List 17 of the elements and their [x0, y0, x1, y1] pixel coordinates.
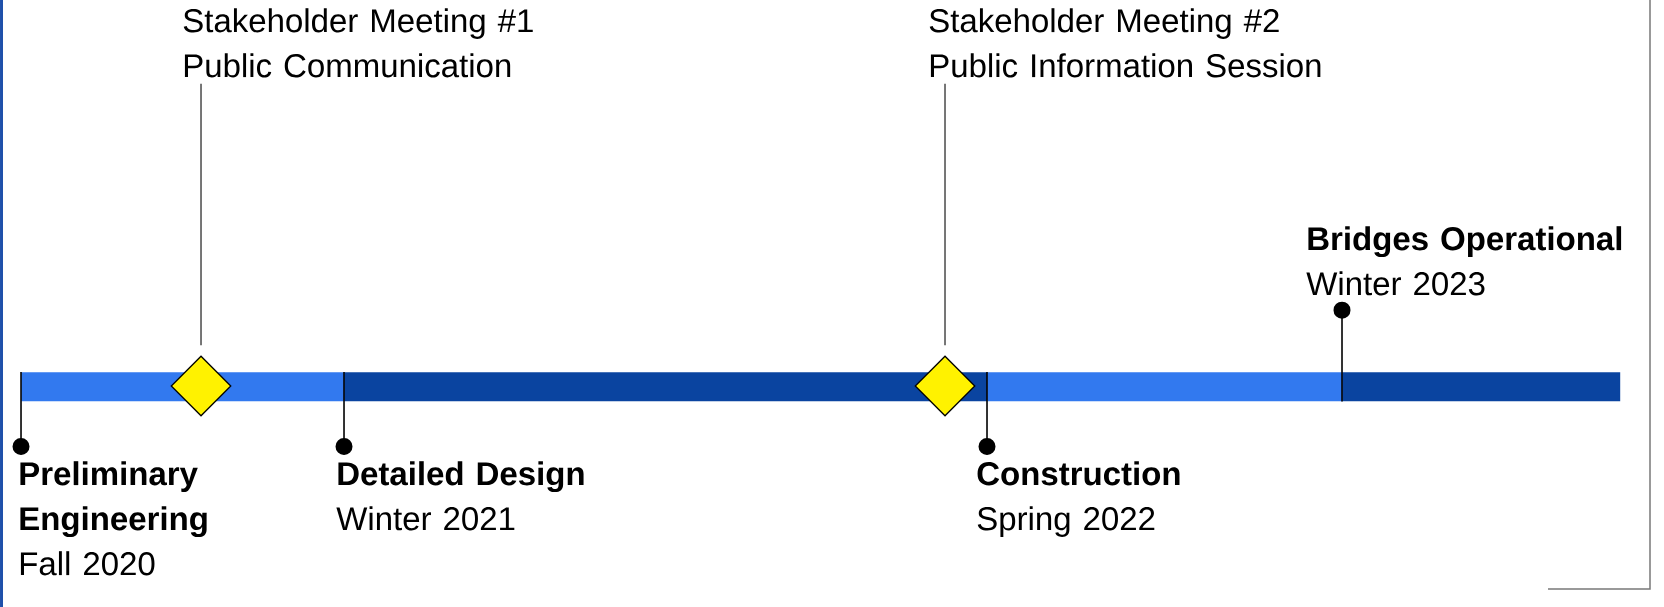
- leader-line: [944, 82, 946, 347]
- leader-line: [200, 82, 202, 347]
- timeline-segment: [344, 372, 988, 402]
- milestone-stem: [1333, 301, 1351, 403]
- milestone-diamond: [170, 355, 232, 417]
- milestone-diamond: [914, 355, 976, 417]
- milestone-stem: [978, 371, 996, 455]
- timeline-segment: [987, 372, 1343, 402]
- milestone-label: Bridges Operational Winter 2023: [1306, 226, 1622, 296]
- milestone-stem: [335, 371, 353, 455]
- milestone-label: Detailed Design Winter 2021: [336, 461, 584, 531]
- milestone-stem: [12, 371, 30, 455]
- milestone-label: Preliminary Engineering Fall 2020: [20, 461, 207, 576]
- milestone-label: Construction Spring 2022: [977, 461, 1180, 537]
- milestone-label: Stakeholder Meeting #1 Public Communication: [183, 8, 533, 78]
- milestone-label: Stakeholder Meeting #2 Public Information Session: [929, 8, 1321, 78]
- timeline-segment: [1342, 372, 1621, 402]
